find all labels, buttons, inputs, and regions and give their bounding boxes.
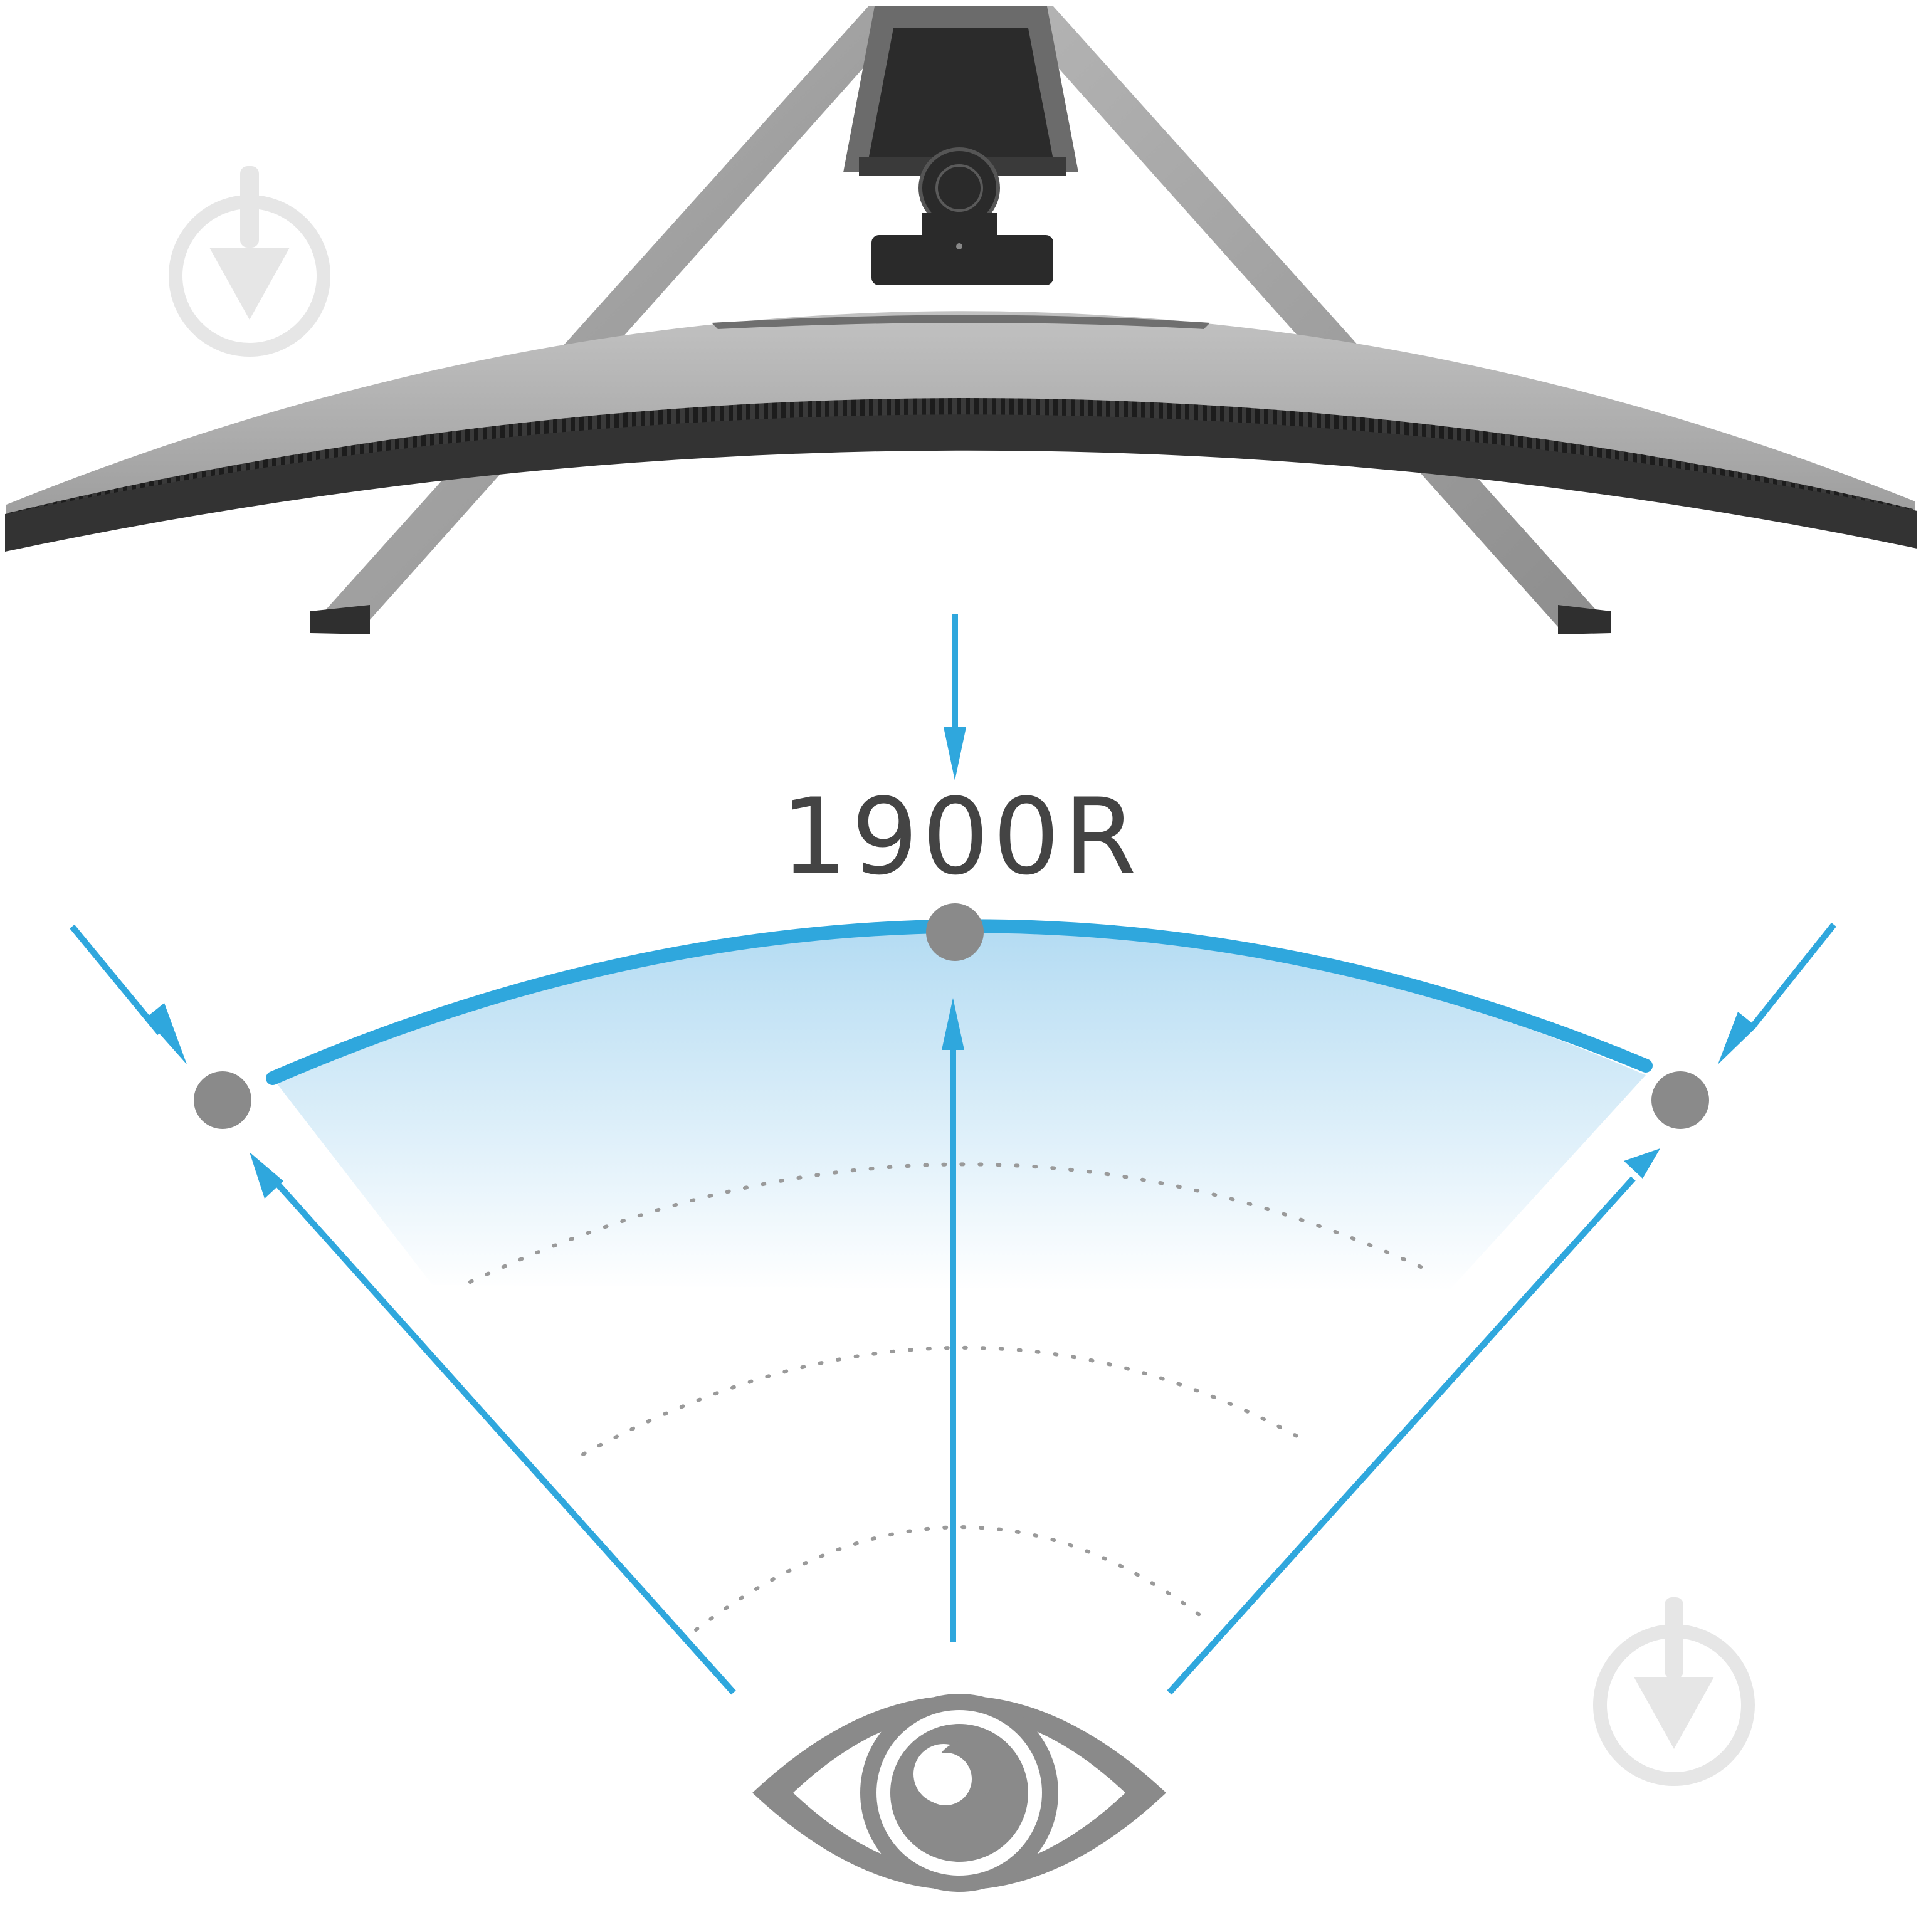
dotted-arcs bbox=[468, 1162, 1428, 1632]
curvature-label: 1900R bbox=[780, 775, 1141, 898]
arrow-head-right-long bbox=[1624, 1148, 1660, 1179]
point-marker-center bbox=[926, 903, 984, 961]
watermark-icon bbox=[169, 166, 330, 357]
arrows bbox=[70, 614, 1836, 1695]
monitor-stand-hinge bbox=[871, 147, 1053, 285]
monitor-body-top bbox=[6, 311, 1915, 525]
monitor-vents bbox=[9, 397, 1913, 543]
monitor-stand-foot-right bbox=[1558, 605, 1611, 634]
arrow-head-down bbox=[944, 727, 966, 780]
monitor-stand-foot-left bbox=[310, 605, 370, 634]
monitor-top-view bbox=[5, 6, 1917, 634]
viewing-area-fill bbox=[273, 927, 1646, 1291]
dotted-arc-middle bbox=[581, 1345, 1309, 1456]
point-marker-right bbox=[1651, 1071, 1709, 1129]
arrow-head-right-outer bbox=[1718, 1012, 1757, 1064]
arrow-head-left-long bbox=[250, 1152, 283, 1199]
watermark-icon bbox=[1593, 1597, 1755, 1786]
monitor-front-edge bbox=[5, 414, 1917, 552]
dotted-arc-inner bbox=[694, 1525, 1209, 1632]
point-marker-left bbox=[194, 1071, 251, 1129]
dotted-arc-outer bbox=[468, 1162, 1428, 1284]
monitor-center-recess bbox=[712, 315, 1210, 329]
eye-icon bbox=[752, 1694, 1166, 1892]
arrow-head-left-outer bbox=[145, 1003, 187, 1064]
arrow-head-up bbox=[942, 998, 964, 1050]
